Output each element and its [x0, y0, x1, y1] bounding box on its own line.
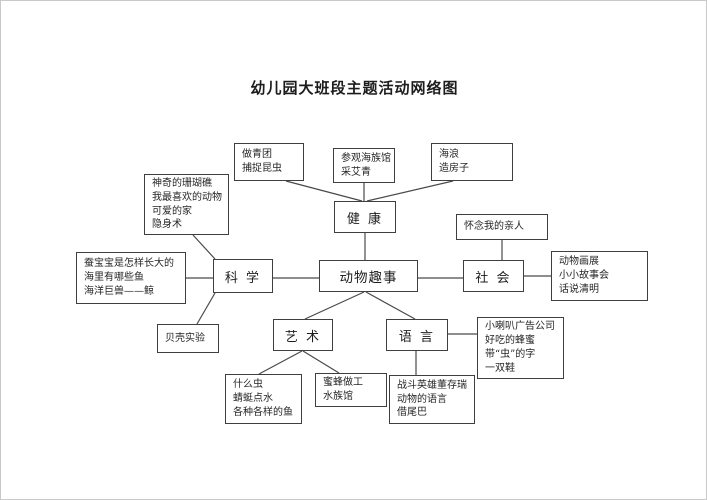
node-language-label: 语 言 [398, 329, 436, 345]
leaf-language-right: 小喇叭广告公司 好吃的蜂蜜 带“虫”的字 一双鞋 [477, 317, 564, 379]
activity-line: 小小故事会 [559, 270, 609, 282]
leaf-art-bottom-right: 蜜蜂做工 水族馆 [315, 373, 387, 407]
leaf-science-bottom: 贝壳实验 [157, 324, 219, 353]
activity-line: 海洋巨兽——鲸 [84, 285, 154, 297]
activity-line: 各种各样的鱼 [233, 406, 293, 418]
activity-line: 动物画展 [559, 256, 599, 268]
activity-line: 借尾巴 [397, 407, 427, 419]
activity-line: 海浪 [439, 149, 459, 161]
activity-line: 神奇的珊瑚礁 [152, 177, 212, 189]
activity-line: 动物的语言 [397, 393, 447, 405]
activity-line: 怀念我的亲人 [464, 221, 524, 233]
leaf-society-right: 动物画展 小小故事会 话说清明 [551, 251, 648, 301]
activity-line: 采艾青 [341, 166, 371, 178]
node-center-topic: 动物趣事 [319, 260, 418, 292]
edge-science-shell [196, 292, 216, 325]
activity-line: 战斗英雄董存瑞 [397, 379, 467, 391]
activity-line: 蚕宝宝是怎样长大的 [84, 258, 174, 270]
node-art-label: 艺 术 [284, 329, 322, 345]
leaf-health-sea: 海浪 造房子 [431, 143, 513, 181]
activity-line: 水族馆 [323, 391, 353, 402]
node-health-label: 健 康 [346, 211, 384, 227]
leaf-art-bottom-left: 什么虫 蜻蜓点水 各种各样的鱼 [225, 374, 302, 424]
activity-line: 做青团 [242, 149, 272, 161]
activity-line: 话说清明 [559, 283, 599, 295]
node-center-topic-label: 动物趣事 [339, 270, 398, 286]
edge-art-insect [258, 350, 303, 375]
activity-line: 隐身术 [152, 219, 182, 231]
edge-sciencetop-science [192, 234, 216, 260]
activity-line: 什么虫 [233, 379, 263, 391]
leaf-society-top: 怀念我的亲人 [456, 214, 548, 240]
node-art: 艺 术 [273, 319, 333, 351]
node-science: 科 学 [213, 259, 273, 293]
activity-line: 可爱的家 [152, 205, 192, 217]
edge-center-art [304, 291, 365, 320]
leaf-health-visit: 参观海族馆 采艾青 [333, 148, 395, 183]
activity-line: 小喇叭广告公司 [485, 321, 555, 333]
node-language: 语 言 [386, 319, 448, 351]
node-society-label: 社 会 [475, 270, 512, 286]
activity-line: 一双鞋 [485, 362, 515, 374]
leaf-science-left: 蚕宝宝是怎样长大的 海里有哪些鱼 海洋巨兽——鲸 [76, 252, 186, 304]
page-title: 幼儿园大班段主题活动网络图 [250, 79, 459, 97]
node-science-label: 科 学 [224, 270, 262, 286]
node-health: 健 康 [334, 201, 396, 233]
edge-art-bee [302, 350, 340, 374]
activity-line: 带“虫”的字 [485, 349, 536, 360]
activity-line: 造房子 [439, 163, 469, 174]
node-society: 社 会 [463, 260, 524, 292]
activity-line: 蜻蜓点水 [233, 393, 273, 405]
activity-line: 贝壳实验 [165, 332, 205, 344]
edge-make-health [285, 180, 363, 202]
edge-center-language [365, 291, 416, 320]
edge-sea-health [366, 180, 454, 202]
activity-line: 海里有哪些鱼 [84, 272, 144, 284]
leaf-language-bottom: 战斗英雄董存瑞 动物的语言 借尾巴 [389, 375, 475, 424]
activity-line: 好吃的蜂蜜 [485, 335, 535, 347]
leaf-health-make: 做青团 捕捉昆虫 [234, 143, 304, 181]
activity-line: 捕捉昆虫 [242, 163, 282, 174]
activity-line: 参观海族馆 [341, 152, 391, 164]
leaf-science-top: 神奇的珊瑚礁 我最喜欢的动物 可爱的家 隐身术 [144, 174, 229, 235]
activity-line: 蜜蜂做工 [323, 377, 363, 389]
activity-line: 我最喜欢的动物 [152, 191, 222, 203]
